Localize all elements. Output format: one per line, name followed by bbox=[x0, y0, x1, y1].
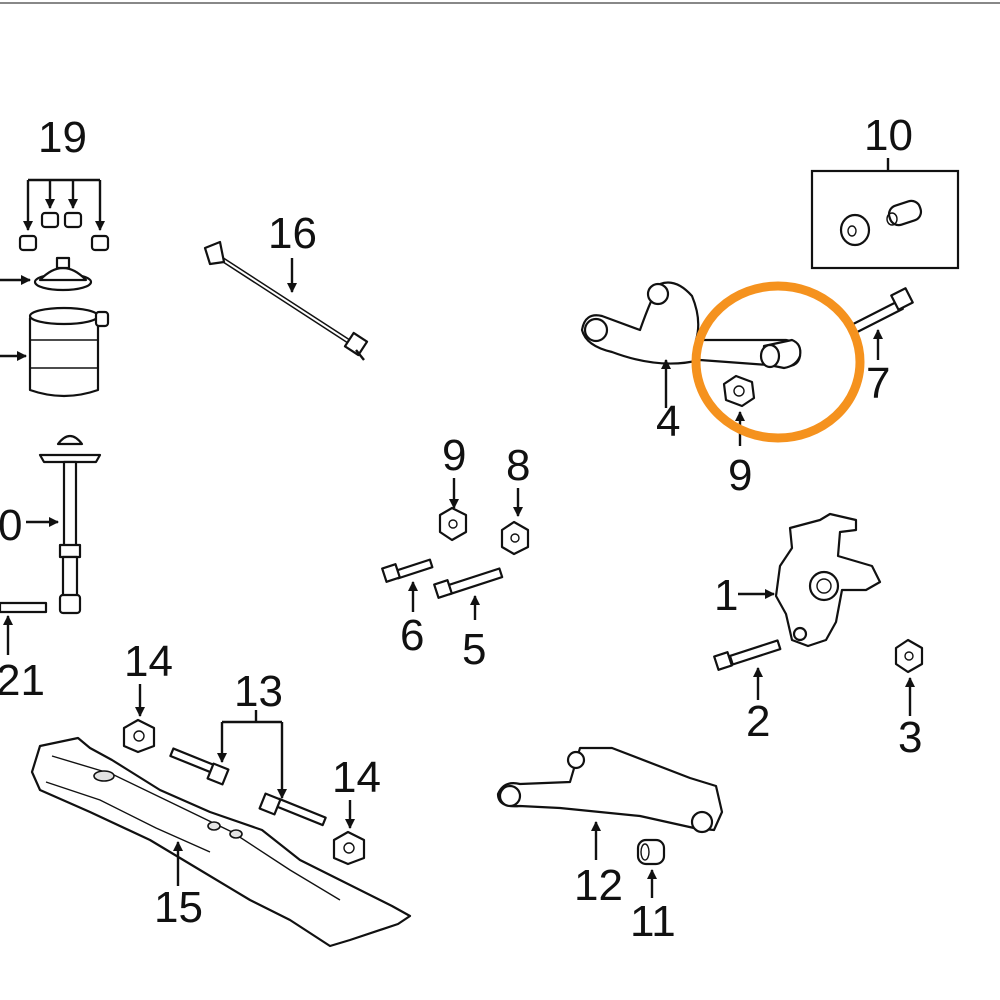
part-4-control-arm[interactable]: 4 bbox=[580, 281, 802, 447]
part-19-nuts[interactable]: 19 bbox=[18, 113, 110, 252]
upper-mount[interactable] bbox=[0, 256, 93, 292]
air-spring[interactable] bbox=[0, 306, 110, 398]
callout-5: 5 bbox=[462, 625, 486, 674]
callout-8: 8 bbox=[506, 441, 530, 490]
callout-19: 19 bbox=[38, 113, 87, 162]
callout-1: 1 bbox=[714, 571, 738, 620]
callout-16: 16 bbox=[268, 209, 317, 258]
part-5-bolt[interactable]: 5 bbox=[433, 567, 504, 674]
callout-11: 11 bbox=[630, 897, 676, 946]
callout-21: 21 bbox=[0, 656, 45, 705]
part-1-knuckle[interactable]: 1 bbox=[714, 512, 882, 648]
part-10-bushing-kit[interactable]: 10 bbox=[810, 111, 960, 270]
part-14-nut-right[interactable]: 14 bbox=[332, 753, 381, 866]
callout-4: 4 bbox=[656, 397, 680, 446]
part-15-crossmember[interactable]: 15 bbox=[30, 736, 412, 948]
shock-absorber[interactable]: 0 bbox=[0, 434, 102, 615]
part-6-bolt[interactable]: 6 bbox=[381, 558, 434, 660]
part-21-bolt[interactable]: 21 bbox=[0, 601, 48, 705]
callout-14-right: 14 bbox=[332, 753, 381, 802]
part-7-bolt[interactable]: 7 bbox=[847, 287, 914, 408]
callout-7: 7 bbox=[866, 359, 890, 408]
callout-10: 10 bbox=[864, 111, 913, 160]
part-3-nut[interactable]: 3 bbox=[894, 638, 924, 762]
part-14-nut-left[interactable]: 14 bbox=[122, 637, 173, 754]
callout-9-upper: 9 bbox=[728, 451, 752, 500]
part-11-bushing[interactable]: 11 bbox=[630, 838, 676, 946]
part-12-lower-arm[interactable]: 12 bbox=[496, 746, 724, 910]
callout-13: 13 bbox=[234, 667, 283, 716]
callout-15: 15 bbox=[154, 883, 203, 932]
part-16-link-rod[interactable]: 16 bbox=[203, 209, 369, 361]
part-2-bolt[interactable]: 2 bbox=[713, 639, 782, 746]
callout-6: 6 bbox=[400, 611, 424, 660]
part-8-nut[interactable]: 8 bbox=[500, 441, 530, 556]
part-9-nut-center[interactable]: 9 bbox=[438, 431, 468, 542]
part-13-bolts[interactable]: 13 bbox=[169, 667, 327, 827]
highlight-ring bbox=[691, 281, 865, 443]
callout-10-cut: 0 bbox=[0, 501, 22, 550]
callout-2: 2 bbox=[746, 697, 770, 746]
callout-3: 3 bbox=[898, 713, 922, 762]
callout-9-center: 9 bbox=[442, 431, 466, 480]
part-9-nut[interactable]: 9 bbox=[722, 374, 756, 500]
callout-14-left: 14 bbox=[124, 637, 173, 686]
callout-12: 12 bbox=[574, 861, 623, 910]
